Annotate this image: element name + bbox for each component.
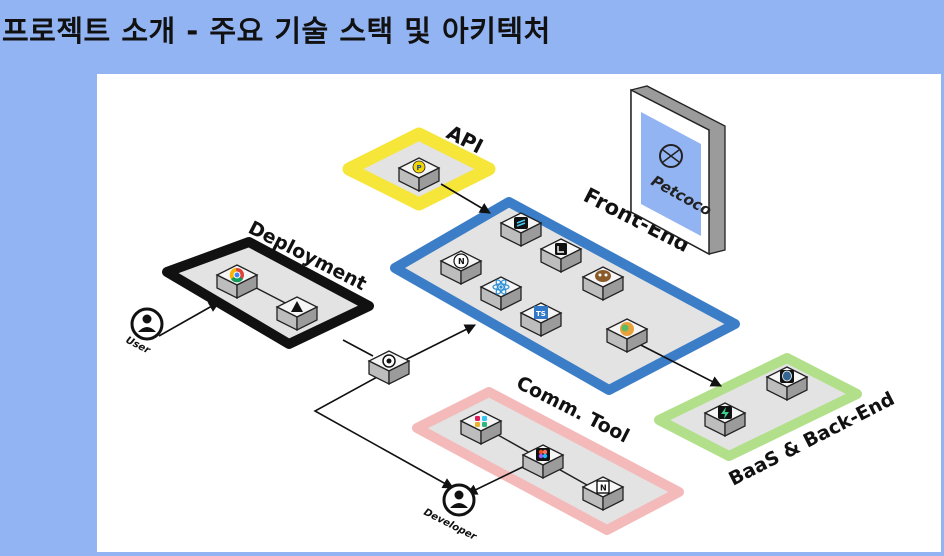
mui-icon (540, 238, 582, 273)
arrow-figma-to-developer (465, 461, 534, 495)
figma-icon (522, 444, 564, 479)
arrow-github-to-frontend (404, 324, 477, 361)
svg-text:P: P (417, 164, 422, 172)
petcoco-logo: Petcoco (630, 85, 726, 256)
kakao-map-icon: P (398, 157, 440, 192)
arrow-frontend-to-backend (626, 337, 722, 387)
architecture-canvas: API Deployment Front-End react-redux Com… (97, 74, 941, 552)
arrow-github-to-developer (313, 375, 454, 489)
postgresql-icon (766, 366, 808, 401)
arrow-user-to-deployment (158, 301, 220, 337)
github-icon (368, 350, 410, 385)
svg-text:N: N (458, 257, 465, 266)
vercel-icon (276, 296, 318, 331)
nextjs-icon: N (440, 250, 482, 285)
user-actor: User (124, 307, 164, 357)
line-deployment-to-github (342, 339, 374, 357)
zustand-icon (582, 266, 624, 301)
ts-icon: TS (520, 302, 562, 337)
chrome-icon (216, 264, 258, 299)
notion-icon: N (582, 476, 624, 511)
slack-icon (460, 410, 502, 445)
styled-components-icon (500, 212, 542, 247)
slide-title: 프로젝트 소개 - 주요 기술 스택 및 아키텍처 (2, 14, 551, 48)
developer-actor: Developer (422, 483, 479, 543)
arrow-api-to-frontend (440, 183, 491, 214)
svg-text:N: N (600, 484, 607, 493)
deployment-group: Deployment (162, 217, 374, 349)
react-query-icon (606, 318, 648, 353)
react-icon (480, 276, 522, 311)
architecture-diagram: API Deployment Front-End react-redux Com… (124, 85, 898, 543)
supabase-icon (704, 402, 746, 437)
connectors (158, 183, 722, 495)
svg-text:TS: TS (536, 310, 546, 318)
